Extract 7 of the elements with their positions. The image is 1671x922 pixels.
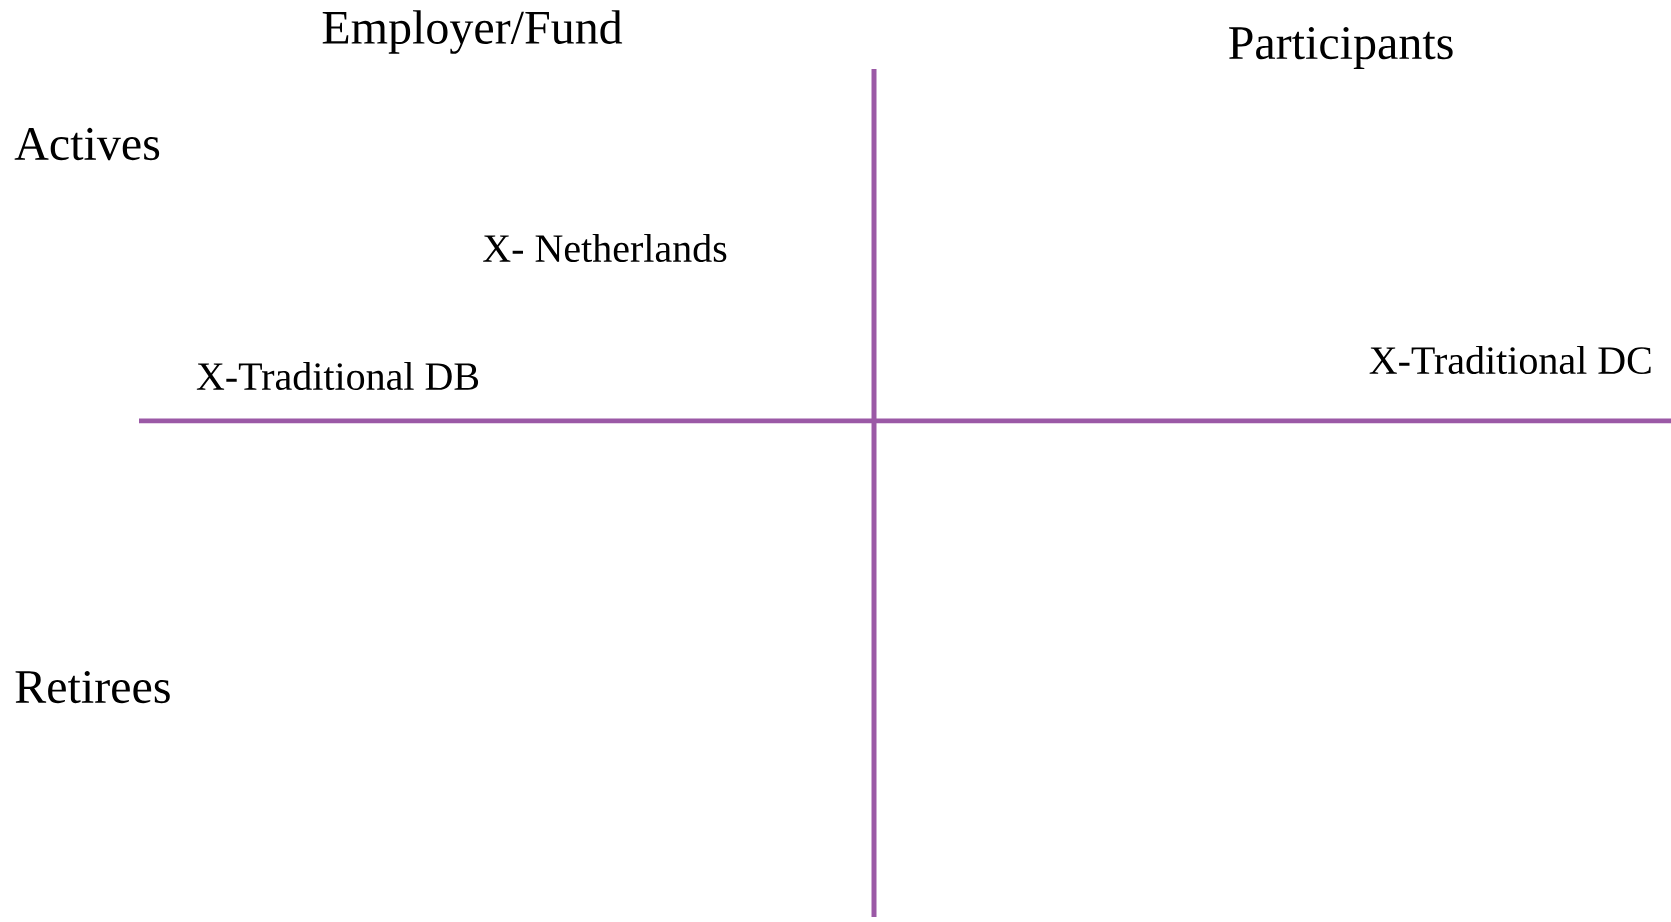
axis-title: Participants [1229,27,1453,69]
axis-title: Employer/Fund [322,10,623,54]
axis-title: Actives [14,127,160,161]
plot-point-label: X-Traditional DC [1369,345,1651,375]
plot-point-label: X- Netherlands [483,233,727,263]
axis-title: Retirees [15,670,170,704]
plot-point-label: X-Traditional DB [196,361,479,391]
